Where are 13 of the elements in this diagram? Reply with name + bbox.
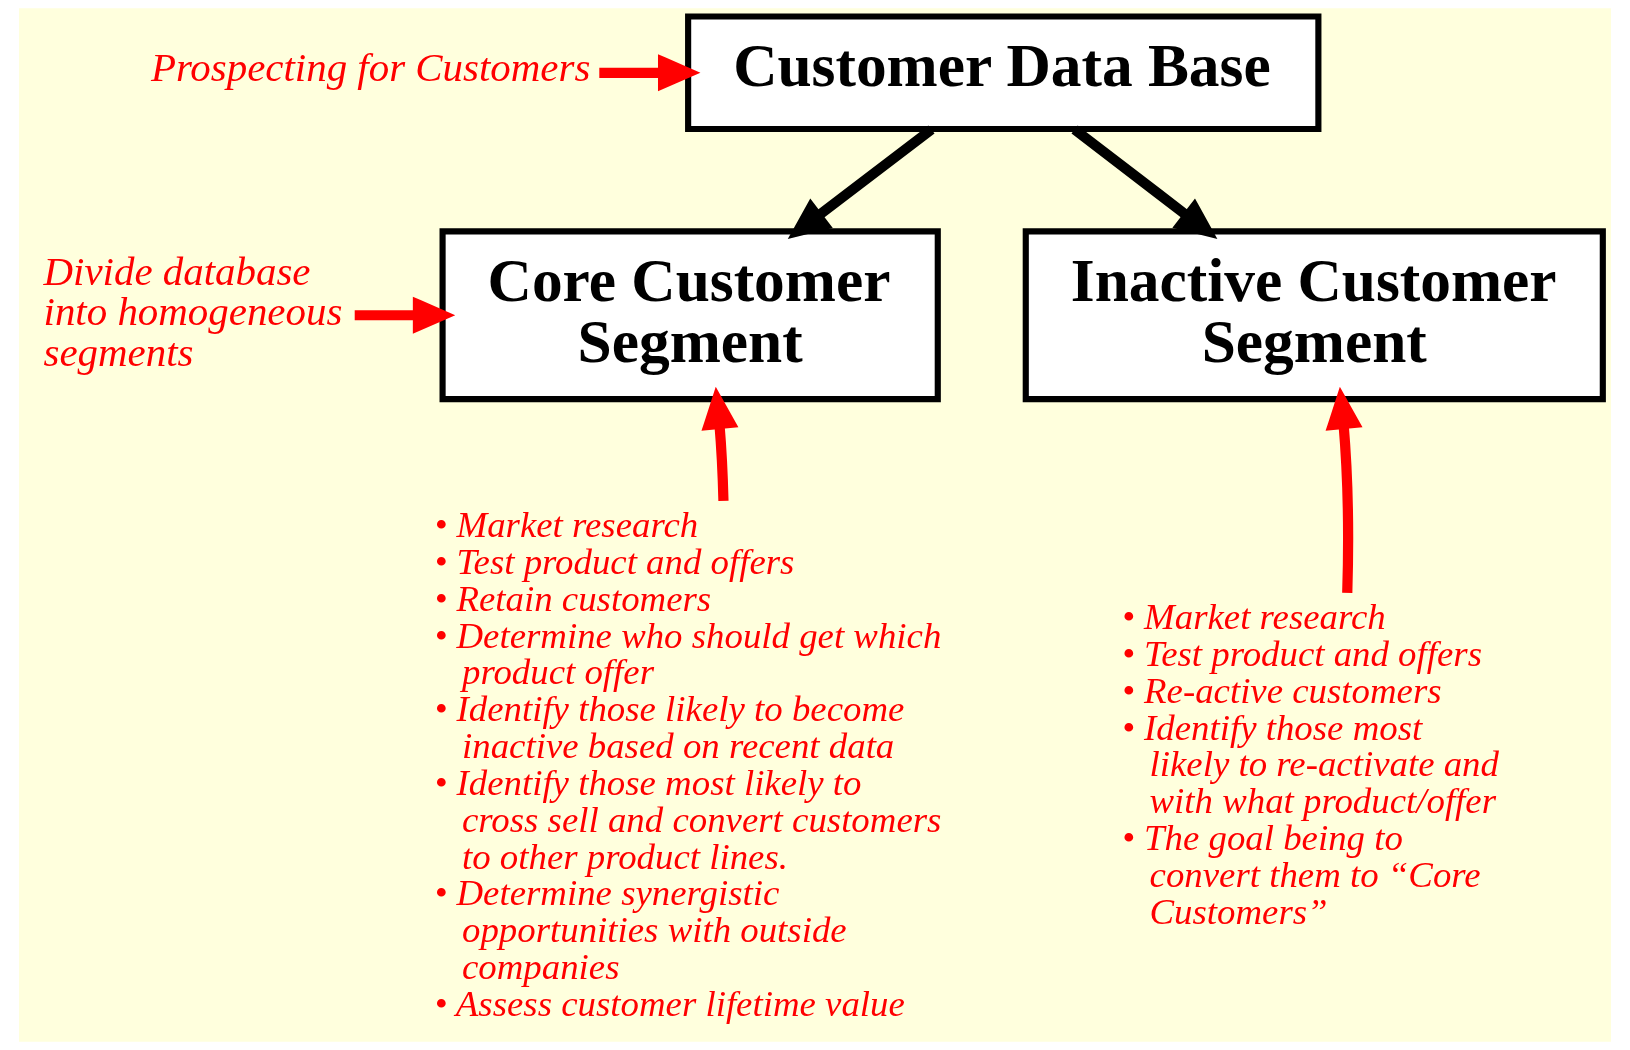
arrow [701, 386, 739, 501]
arrow [787, 125, 935, 239]
node-text: • Market research • Test product and offers • Re-active customers • Identify those most likely to re-activate and with what product/offer • The goal being to convert them to “Core Customers” [1121, 596, 1499, 932]
arrow [1325, 386, 1363, 593]
node-text: Prospecting for Customers [150, 44, 591, 90]
node-box: Inactive Customer Segment [1022, 228, 1606, 403]
arrow [1071, 125, 1218, 239]
node-text: Divide database into homogeneous segments [43, 248, 343, 376]
arrow [599, 54, 701, 92]
node-text: • Market research • Test product and offers • Retain customers • Determine who should get which product offer • Identify those likely to become inactive based on recent data • Identify those most likely to cross sell and convert customers to other product lines. • Determine synergistic opportunities with outside companies • Assess customer lifetime value [434, 504, 942, 1024]
node-box: Customer Data Base [685, 13, 1322, 133]
node-box: Core Customer Segment [439, 228, 941, 403]
arrow [354, 296, 456, 334]
